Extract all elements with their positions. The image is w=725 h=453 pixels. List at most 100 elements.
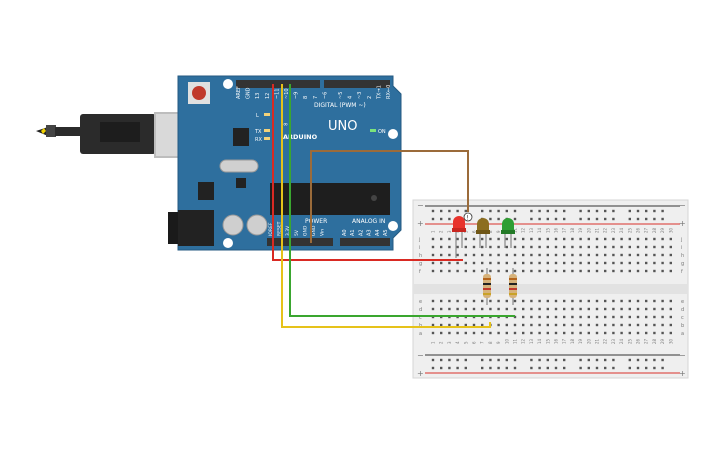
- terminal-hole[interactable]: [612, 269, 615, 273]
- terminal-hole[interactable]: [456, 261, 459, 265]
- rail-hole[interactable]: [595, 217, 599, 221]
- terminal-hole[interactable]: [481, 323, 484, 327]
- rail-hole[interactable]: [440, 209, 443, 213]
- rail-hole[interactable]: [612, 358, 615, 362]
- terminal-hole[interactable]: [489, 269, 492, 273]
- rail-hole[interactable]: [587, 366, 590, 370]
- terminal-hole[interactable]: [628, 261, 631, 265]
- rail-hole[interactable]: [530, 366, 533, 370]
- terminal-hole[interactable]: [620, 245, 623, 249]
- terminal-hole[interactable]: [653, 315, 656, 319]
- digital-header[interactable]: [236, 80, 390, 88]
- terminal-hole[interactable]: [636, 237, 640, 241]
- terminal-hole[interactable]: [530, 331, 533, 335]
- terminal-hole[interactable]: [628, 331, 631, 335]
- terminal-hole[interactable]: [489, 245, 492, 249]
- rail-hole[interactable]: [464, 366, 467, 370]
- terminal-hole[interactable]: [563, 253, 566, 257]
- terminal-hole[interactable]: [522, 315, 525, 319]
- rail-hole[interactable]: [546, 358, 549, 362]
- terminal-hole[interactable]: [513, 261, 517, 265]
- rail-hole[interactable]: [636, 217, 640, 221]
- terminal-hole[interactable]: [497, 307, 500, 311]
- terminal-hole[interactable]: [538, 331, 541, 335]
- terminal-hole[interactable]: [563, 315, 566, 319]
- terminal-hole[interactable]: [571, 261, 574, 265]
- rail-hole[interactable]: [448, 209, 451, 213]
- terminal-hole[interactable]: [563, 307, 566, 311]
- rail-hole[interactable]: [546, 366, 549, 370]
- terminal-hole[interactable]: [636, 245, 640, 249]
- terminal-hole[interactable]: [661, 331, 664, 335]
- terminal-hole[interactable]: [612, 253, 615, 257]
- terminal-hole[interactable]: [612, 307, 615, 311]
- terminal-hole[interactable]: [636, 315, 640, 319]
- terminal-hole[interactable]: [505, 245, 508, 249]
- terminal-hole[interactable]: [497, 331, 500, 335]
- rail-hole[interactable]: [563, 217, 566, 221]
- rail-hole[interactable]: [440, 217, 443, 221]
- terminal-hole[interactable]: [472, 237, 476, 241]
- rail-hole[interactable]: [538, 358, 541, 362]
- terminal-hole[interactable]: [628, 323, 631, 327]
- terminal-hole[interactable]: [538, 299, 541, 303]
- brown-wire[interactable]: [310, 150, 469, 243]
- terminal-hole[interactable]: [440, 269, 443, 273]
- terminal-hole[interactable]: [505, 261, 508, 265]
- terminal-hole[interactable]: [489, 331, 492, 335]
- terminal-hole[interactable]: [456, 237, 459, 241]
- power-header[interactable]: [267, 238, 333, 246]
- rail-hole[interactable]: [563, 358, 566, 362]
- terminal-hole[interactable]: [481, 261, 484, 265]
- terminal-hole[interactable]: [522, 331, 525, 335]
- resistor-2[interactable]: [509, 268, 517, 305]
- terminal-hole[interactable]: [505, 237, 508, 241]
- terminal-hole[interactable]: [522, 261, 525, 265]
- terminal-hole[interactable]: [431, 299, 435, 303]
- terminal-hole[interactable]: [481, 237, 484, 241]
- terminal-hole[interactable]: [530, 307, 533, 311]
- terminal-hole[interactable]: [587, 237, 590, 241]
- terminal-hole[interactable]: [431, 253, 435, 257]
- terminal-hole[interactable]: [645, 307, 648, 311]
- rail-hole[interactable]: [645, 358, 648, 362]
- terminal-hole[interactable]: [554, 323, 558, 327]
- terminal-hole[interactable]: [448, 299, 451, 303]
- terminal-hole[interactable]: [645, 245, 648, 249]
- terminal-hole[interactable]: [538, 307, 541, 311]
- rail-hole[interactable]: [636, 209, 640, 213]
- terminal-hole[interactable]: [440, 253, 443, 257]
- rail-hole[interactable]: [595, 209, 599, 213]
- terminal-hole[interactable]: [563, 269, 566, 273]
- rail-hole[interactable]: [661, 358, 664, 362]
- rail-hole[interactable]: [431, 217, 435, 221]
- terminal-hole[interactable]: [497, 245, 500, 249]
- rail-hole[interactable]: [653, 217, 656, 221]
- rail-hole[interactable]: [554, 209, 558, 213]
- terminal-hole[interactable]: [604, 237, 607, 241]
- rail-hole[interactable]: [440, 358, 443, 362]
- rail-hole[interactable]: [481, 366, 484, 370]
- terminal-hole[interactable]: [489, 253, 492, 257]
- terminal-hole[interactable]: [571, 299, 574, 303]
- terminal-hole[interactable]: [464, 307, 467, 311]
- terminal-hole[interactable]: [604, 307, 607, 311]
- terminal-hole[interactable]: [645, 261, 648, 265]
- rail-hole[interactable]: [645, 209, 648, 213]
- terminal-hole[interactable]: [513, 307, 517, 311]
- terminal-hole[interactable]: [636, 269, 640, 273]
- terminal-hole[interactable]: [595, 269, 599, 273]
- terminal-hole[interactable]: [579, 261, 582, 265]
- terminal-hole[interactable]: [620, 315, 623, 319]
- rail-hole[interactable]: [661, 209, 664, 213]
- terminal-hole[interactable]: [661, 307, 664, 311]
- terminal-hole[interactable]: [571, 269, 574, 273]
- terminal-hole[interactable]: [604, 269, 607, 273]
- terminal-hole[interactable]: [645, 315, 648, 319]
- terminal-hole[interactable]: [513, 269, 517, 273]
- rail-hole[interactable]: [579, 366, 582, 370]
- terminal-hole[interactable]: [481, 245, 484, 249]
- terminal-hole[interactable]: [546, 261, 549, 265]
- terminal-hole[interactable]: [448, 253, 451, 257]
- terminal-hole[interactable]: [620, 307, 623, 311]
